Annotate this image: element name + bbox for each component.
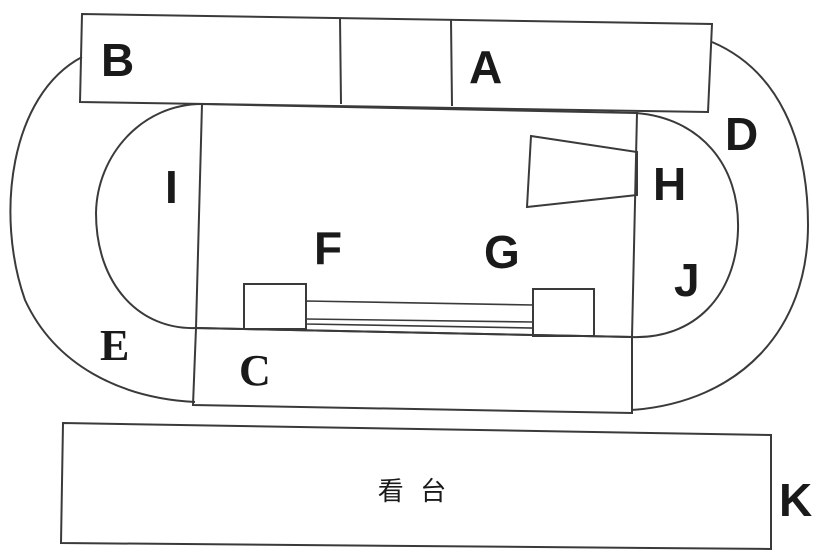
label-j: J bbox=[674, 254, 700, 306]
infield-outline bbox=[194, 102, 639, 339]
top-stand-outline bbox=[78, 12, 714, 114]
label-h: H bbox=[653, 158, 686, 210]
label-b: B bbox=[101, 34, 134, 86]
right-pit-box bbox=[532, 288, 595, 337]
label-c: C bbox=[239, 346, 271, 395]
label-f: F bbox=[314, 222, 342, 274]
label-a: A bbox=[469, 41, 502, 93]
label-g: G bbox=[484, 226, 520, 278]
runway-inner-line bbox=[305, 318, 534, 323]
zone-c-outline bbox=[191, 326, 633, 415]
outer-track-right-arc bbox=[631, 41, 810, 411]
top-stand-divider-right bbox=[450, 19, 453, 107]
outer-track-left-arc bbox=[9, 56, 196, 403]
label-e: E bbox=[100, 321, 129, 370]
top-stand-divider-left bbox=[339, 17, 342, 105]
runway-outer bbox=[305, 300, 534, 329]
stand-label: 看 台 bbox=[378, 477, 447, 507]
label-d: D bbox=[725, 108, 758, 160]
label-i: I bbox=[165, 161, 178, 213]
label-k: K bbox=[779, 474, 812, 526]
inner-track-right-arc bbox=[629, 112, 740, 339]
zone-h-trapezoid bbox=[525, 134, 638, 209]
inner-track-left-arc bbox=[94, 103, 203, 330]
spectator-stand-outline bbox=[59, 421, 772, 551]
left-pit-box bbox=[243, 283, 307, 330]
